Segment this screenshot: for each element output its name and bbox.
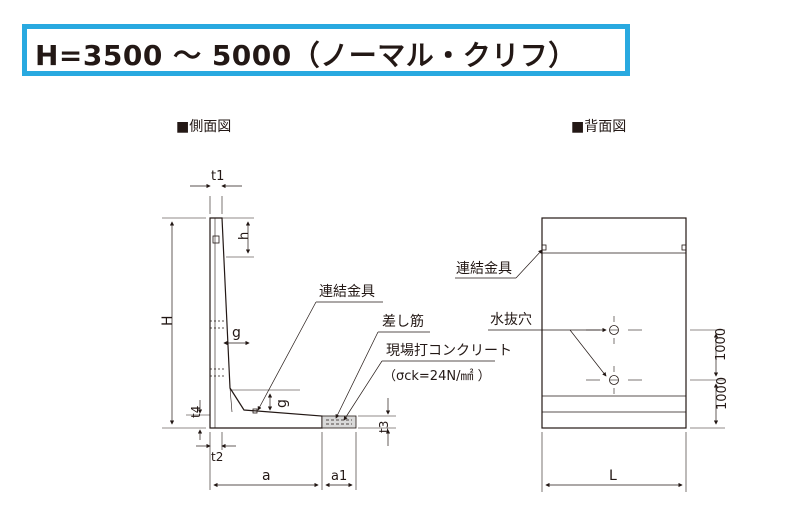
connector-square-base bbox=[252, 408, 258, 414]
t3-label: t3 bbox=[377, 421, 391, 433]
t4-label: t4 bbox=[189, 406, 203, 418]
back-view bbox=[455, 217, 725, 492]
connector-label: 連結金具 bbox=[319, 284, 375, 300]
g-label-lower: g bbox=[274, 399, 290, 408]
rebar-label: 差し筋 bbox=[382, 313, 424, 330]
connector-square bbox=[212, 235, 220, 244]
title-frame bbox=[22, 24, 630, 76]
drain-hole-lower bbox=[586, 366, 642, 394]
side-view-heading: ■側面図 bbox=[176, 119, 232, 135]
connector-square-left bbox=[541, 244, 547, 251]
t2-label: t2 bbox=[211, 450, 223, 464]
back-connector-label: 連結金具 bbox=[456, 261, 512, 277]
L-label: L bbox=[609, 468, 617, 484]
seam-line bbox=[229, 387, 233, 413]
rebar-dashes bbox=[326, 419, 352, 425]
concrete-label: 現場打コンクリート bbox=[386, 342, 512, 359]
H-label: H bbox=[160, 315, 176, 326]
g-label-upper: g bbox=[232, 325, 241, 341]
a-label: a bbox=[262, 468, 271, 484]
a1-label: a1 bbox=[331, 469, 347, 484]
concrete-spec: （σck=24N/㎟ ） bbox=[383, 369, 491, 384]
side-view bbox=[162, 183, 495, 490]
h-label: h bbox=[237, 232, 252, 240]
wall-profile bbox=[209, 217, 323, 429]
drain-label: 水抜穴 bbox=[490, 312, 532, 328]
dim-upper-label: 1000 bbox=[714, 328, 729, 361]
drain-holes-dashed bbox=[210, 320, 226, 377]
t1-label: t1 bbox=[211, 169, 224, 184]
cast-concrete bbox=[321, 415, 357, 429]
page-title: H=3500 〜 5000（ノーマル・クリフ） bbox=[35, 39, 577, 72]
back-view-heading: ■背面図 bbox=[571, 119, 627, 135]
connector-square-right bbox=[681, 244, 687, 251]
back-panel bbox=[541, 217, 687, 429]
dim-lower-label: 1000 bbox=[715, 377, 730, 410]
